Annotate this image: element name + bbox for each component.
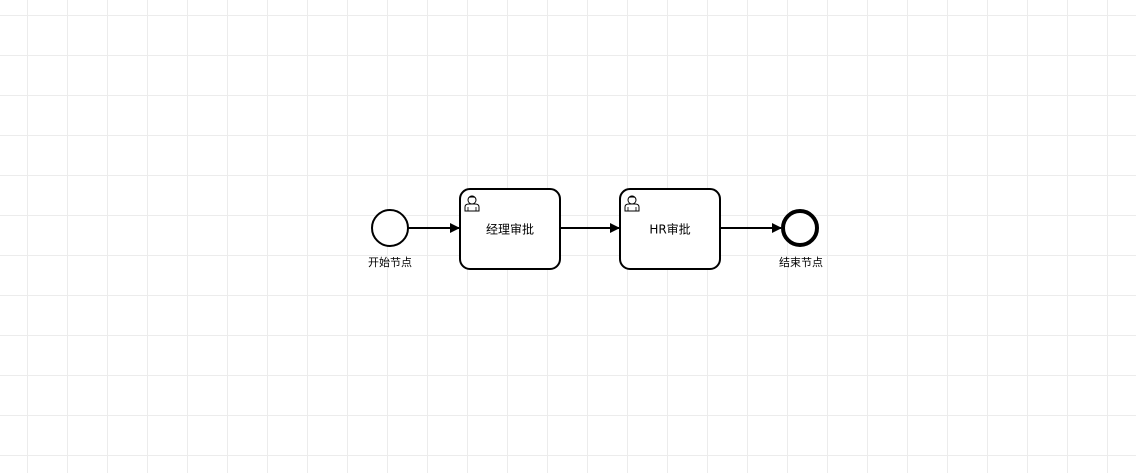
task-label: 经理审批: [485, 222, 535, 237]
end-event[interactable]: [781, 209, 819, 247]
start-event[interactable]: [371, 209, 409, 247]
end-event-label: 结束节点: [779, 256, 823, 269]
task-label: HR审批: [649, 222, 691, 237]
start-event-label: 开始节点: [368, 256, 412, 269]
